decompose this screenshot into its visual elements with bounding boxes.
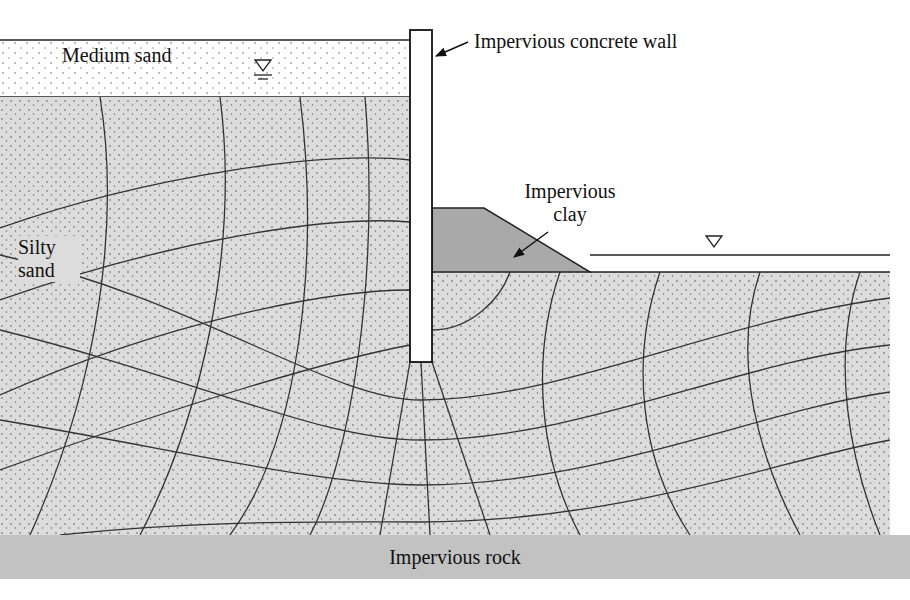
wall-label: Impervious concrete wall <box>474 30 804 53</box>
concrete-wall <box>410 30 432 362</box>
sand-layer-band: Medium sand <box>0 40 410 97</box>
medium-sand-layer <box>0 40 410 97</box>
rock-band: Impervious rock <box>0 535 910 579</box>
silty-sand-region <box>0 97 890 535</box>
water-table-symbol <box>254 60 723 251</box>
layer-name: Impervious rock <box>389 546 521 569</box>
layer-name: Medium sand <box>62 44 171 67</box>
leader-line <box>436 42 468 56</box>
clay-label: Impervious clay <box>515 180 625 226</box>
flow-net-lines <box>0 97 890 535</box>
tailwater-surface <box>590 254 890 256</box>
leader-line <box>514 232 548 257</box>
soil-label: Silty sand <box>18 236 80 282</box>
